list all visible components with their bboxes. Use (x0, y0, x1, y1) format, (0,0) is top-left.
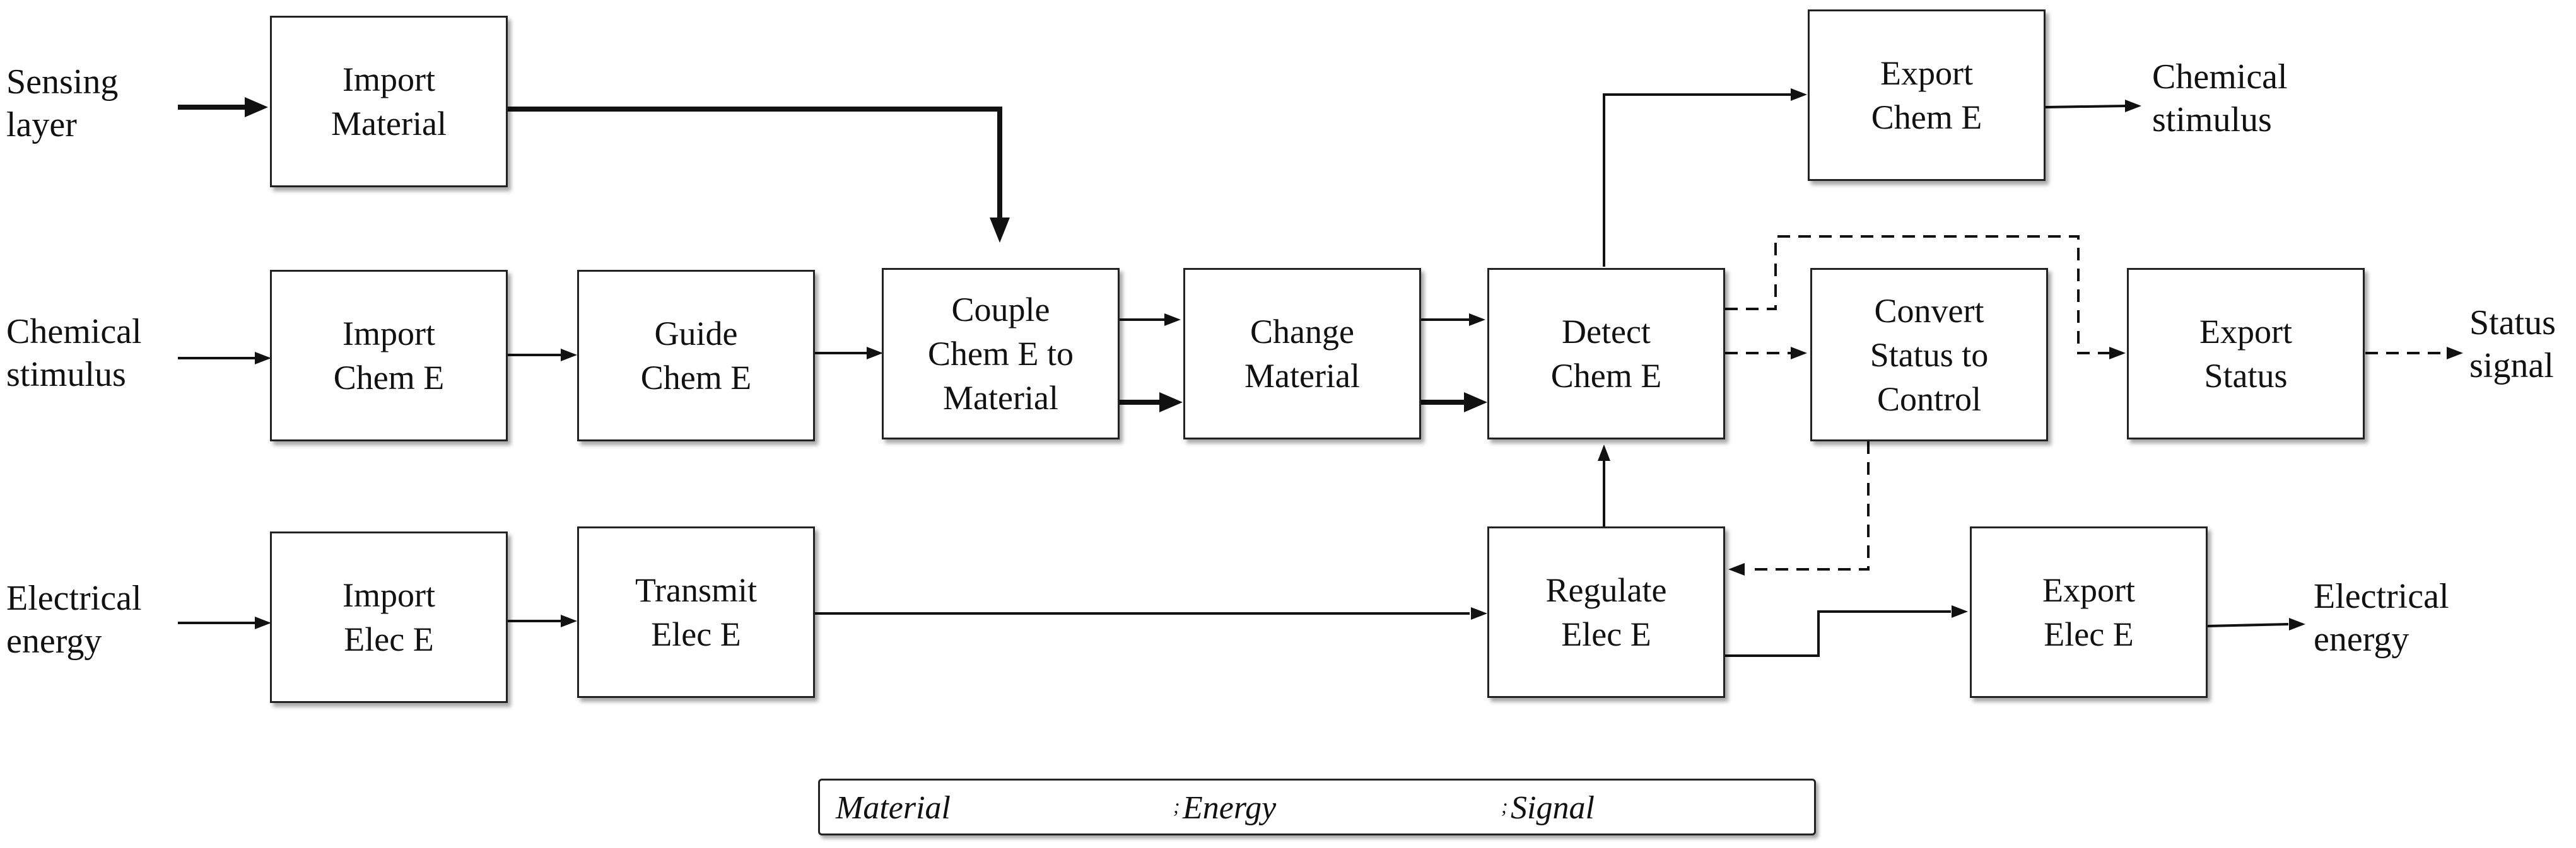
material-flows (178, 105, 1467, 405)
arrowhead (2289, 618, 2305, 630)
box-label: Import Elec E (342, 576, 435, 658)
arrowhead (1598, 444, 1610, 461)
arrowhead (2109, 347, 2126, 359)
box-label: Convert Status to Control (1870, 291, 1989, 418)
flow-export-chem-to-stimulus (2045, 105, 2126, 108)
label-status-signal-output: Status signal (2469, 303, 2556, 385)
box-label: Import Chem E (333, 315, 445, 397)
box-guide-chem-e: Guide Chem E (577, 270, 815, 441)
box-import-elec-e: Import Elec E (270, 531, 508, 703)
label-chemical-stimulus-input: Chemical stimulus (6, 312, 142, 394)
box-label: Couple Chem E to Material (928, 291, 1074, 417)
signal-flows (1725, 235, 2447, 571)
box-export-elec-e: Export Elec E (1970, 526, 2208, 698)
arrowhead (1464, 392, 1487, 412)
energy-arrowheads (255, 88, 2305, 630)
flow-detect-to-export-status (1725, 235, 2110, 354)
box-label: Regulate Elec E (1545, 571, 1667, 653)
legend-material-label: Material (836, 790, 951, 826)
arrowhead (1471, 607, 1487, 620)
label-electrical-energy-output: Electrical energy (2314, 577, 2449, 659)
arrowhead (1469, 313, 1485, 326)
arrowhead (1791, 347, 1807, 359)
box-export-status: Export Status (2127, 268, 2365, 439)
arrowhead (561, 615, 577, 627)
legend-energy-label: Energy (1183, 790, 1277, 826)
arrowhead (2447, 347, 2463, 359)
arrowhead (2125, 100, 2141, 112)
legend-separator: ; (1173, 794, 1180, 817)
box-transmit-elec-e: Transmit Elec E (577, 526, 815, 698)
flow-detect-to-export-chem (1603, 93, 1791, 267)
box-label: Guide Chem E (640, 315, 752, 397)
label-sensing-layer: Sensing layer (6, 62, 119, 144)
flow-import-material-to-couple (508, 107, 1002, 218)
arrowhead (990, 218, 1010, 243)
arrowhead (867, 347, 883, 359)
arrowhead (245, 97, 268, 117)
arrowhead (255, 352, 271, 364)
label-chemical-stimulus-output: Chemical stimulus (2152, 57, 2288, 139)
box-label: Import Material (331, 61, 447, 142)
arrowhead (1791, 88, 1807, 101)
box-export-chem-e: Export Chem E (1808, 9, 2046, 181)
arrowhead (1952, 605, 1968, 618)
box-import-material: Import Material (270, 16, 508, 187)
material-arrowheads (245, 97, 1487, 412)
energy-flows (178, 93, 2289, 657)
arrowhead (1159, 392, 1183, 412)
box-label: Transmit Elec E (635, 571, 758, 653)
flow-convert-to-regulate (1747, 441, 1870, 571)
arrowhead (1164, 313, 1181, 326)
box-change-material: Change Material (1183, 268, 1421, 439)
box-import-chem-e: Import Chem E (270, 270, 508, 441)
box-label: Export Elec E (2042, 571, 2135, 653)
box-label: Export Status (2199, 313, 2292, 395)
arrowhead (561, 349, 577, 361)
box-label: Change Material (1244, 313, 1360, 395)
legend: Material ; Energy ; Signal (818, 779, 1816, 835)
legend-separator: ; (1501, 794, 1508, 817)
box-convert-status-to-control: Convert Status to Control (1810, 268, 2048, 441)
box-label: Export Chem E (1871, 54, 1982, 136)
box-regulate-elec-e: Regulate Elec E (1487, 526, 1725, 698)
label-electrical-energy-input: Electrical energy (6, 579, 142, 661)
flow-regulate-to-export-elec (1725, 610, 1951, 657)
arrowhead (255, 617, 271, 629)
box-couple-chem-e-to-material: Couple Chem E to Material (882, 268, 1120, 439)
box-detect-chem-e: Detect Chem E (1487, 268, 1725, 439)
signal-arrowheads (1728, 347, 2463, 576)
arrowhead (1728, 563, 1745, 576)
flow-export-elec-to-energy (2207, 623, 2289, 627)
box-label: Detect Chem E (1550, 313, 1662, 395)
legend-signal-label: Signal (1511, 790, 1595, 826)
